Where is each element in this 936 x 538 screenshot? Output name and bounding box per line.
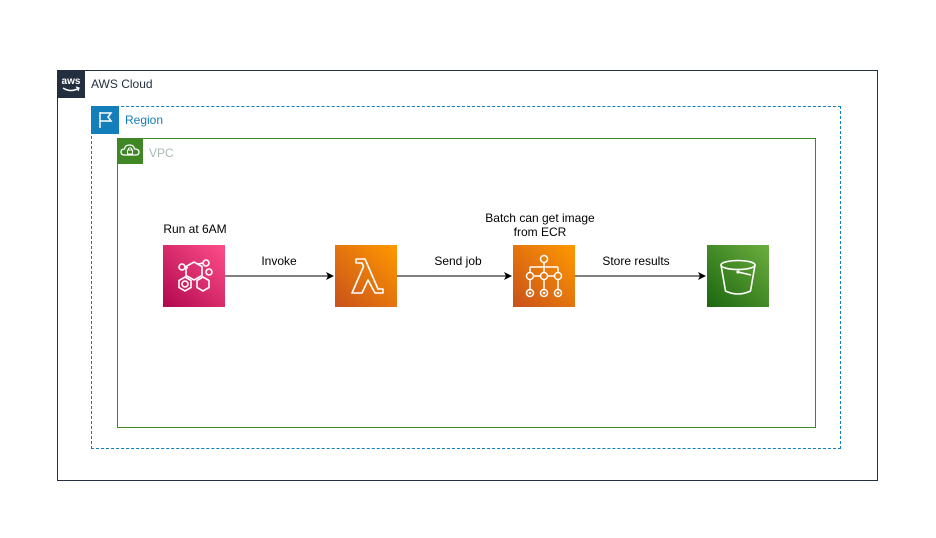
- batch-icon: [513, 245, 575, 307]
- batch-note-line-1: Batch can get image: [485, 211, 595, 225]
- edge-label-store-results: Store results: [602, 254, 670, 268]
- lambda-icon: [335, 245, 397, 307]
- edge-label-invoke: Invoke: [261, 254, 297, 268]
- eventbridge-icon: [163, 245, 225, 307]
- batch-note-line-2: from ECR: [513, 225, 567, 239]
- region-label: Region: [125, 113, 164, 127]
- eventbridge-label: Run at 6AM: [163, 222, 227, 236]
- aws-cloud-group: [57, 70, 878, 481]
- aws-logo-icon: aws: [57, 70, 85, 98]
- aws-cloud-label: AWS Cloud: [91, 77, 153, 91]
- flag-icon: [91, 106, 119, 134]
- vpc-label: VPC: [149, 146, 174, 160]
- vpc-group: [117, 138, 816, 428]
- batch-note: Batch can get image from ECR: [470, 211, 610, 239]
- svg-text:aws: aws: [62, 76, 81, 87]
- vpc-cloud-lock-icon: [117, 138, 143, 164]
- edge-label-send-job: Send job: [434, 254, 482, 268]
- s3-bucket-icon: [707, 245, 769, 307]
- region-group: [91, 106, 841, 449]
